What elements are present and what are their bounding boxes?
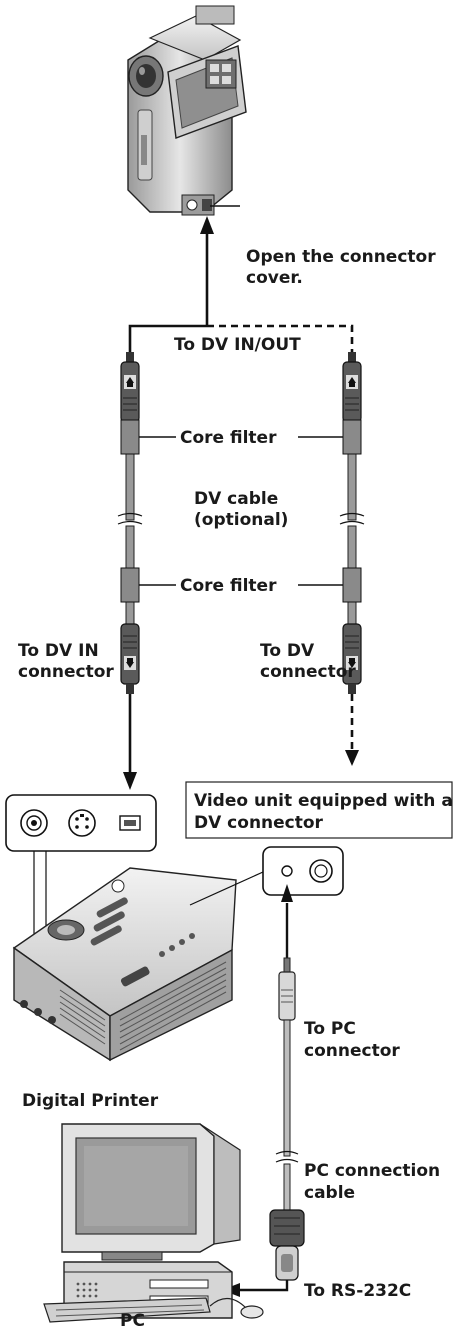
mouse-icon <box>241 1306 263 1318</box>
digital-printer-icon <box>14 868 236 1060</box>
open-cover-label-line2: cover. <box>246 268 303 288</box>
arrow-down-dashed-icon <box>345 750 359 766</box>
camcorder-icon <box>128 6 246 215</box>
open-cover-label-line1: Open the connector <box>246 247 436 267</box>
dv-cable-label-line2: (optional) <box>194 510 288 530</box>
video-unit-label-line2: DV connector <box>194 813 324 833</box>
video-unit-label-line1: Video unit equipped with a <box>194 791 453 811</box>
pc-icon <box>44 1124 263 1322</box>
to-dv-inout-label: To DV IN/OUT <box>174 335 301 355</box>
to-rs232c-label: To RS-232C <box>304 1281 411 1301</box>
to-dv-in-label-line2: connector <box>18 662 114 682</box>
arrow-down-icon <box>123 772 137 790</box>
to-pc-label-line1: To PC <box>304 1019 356 1039</box>
digital-printer-label: Digital Printer <box>22 1091 159 1111</box>
arrow-up-icon <box>200 216 214 234</box>
to-dv-in-label-line1: To DV IN <box>18 641 99 661</box>
pc-label: PC <box>120 1311 145 1329</box>
dv-cable-label-line1: DV cable <box>194 489 278 509</box>
to-dv-label-line1: To DV <box>260 641 315 661</box>
printer-pc-connector-panel <box>263 847 343 895</box>
core-filter-bottom-label: Core filter <box>180 576 277 596</box>
to-pc-label-line2: connector <box>304 1041 400 1061</box>
dv-cable-right <box>340 352 364 694</box>
dv-cable-left <box>118 352 142 694</box>
pc-cable-label-line2: cable <box>304 1183 355 1203</box>
pc-cable-label-line1: PC connection <box>304 1161 440 1181</box>
printer-connector-panel <box>6 795 156 851</box>
core-filter-top-label: Core filter <box>180 428 277 448</box>
to-dv-label-line2: connector <box>260 662 356 682</box>
